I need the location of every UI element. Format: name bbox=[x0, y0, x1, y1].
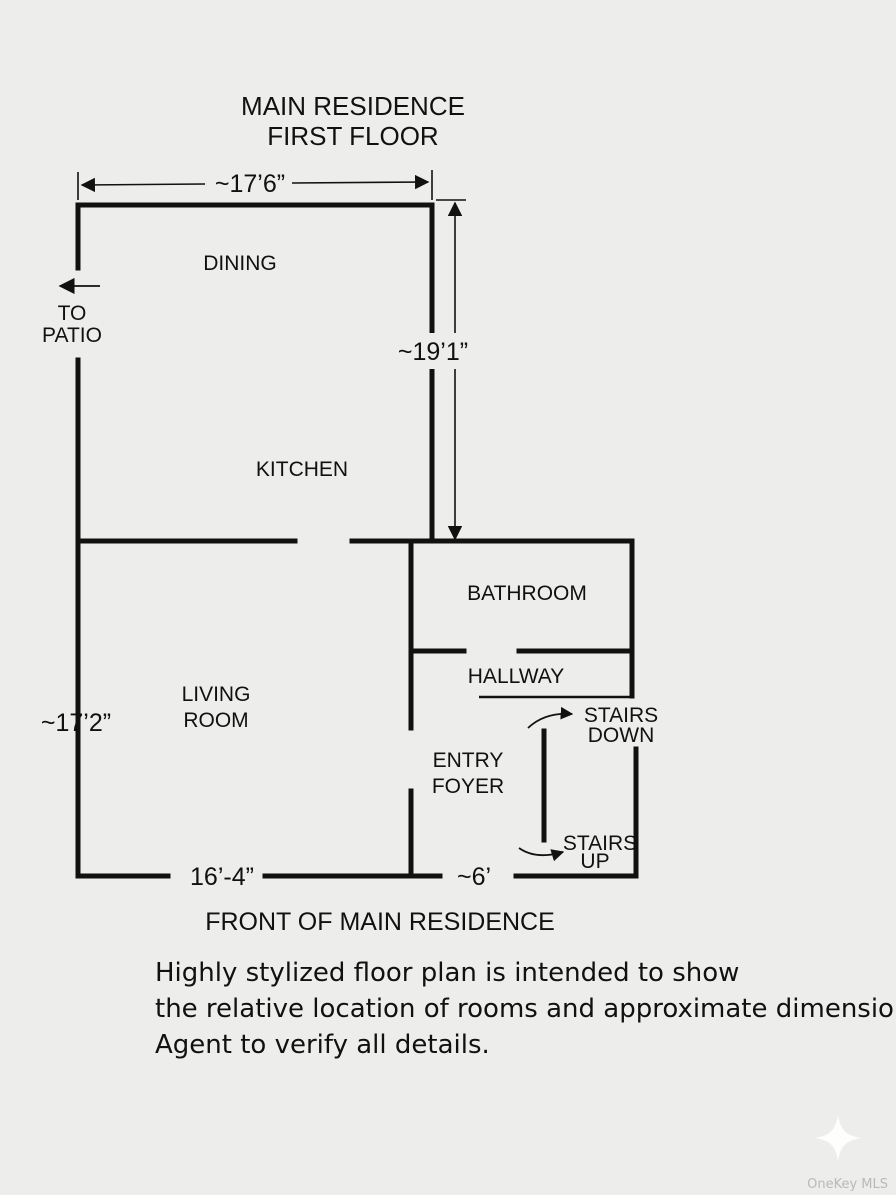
dim-line-top-b bbox=[291, 174, 430, 190]
dim-line-top-a bbox=[80, 177, 206, 193]
disclaimer-note: Highly stylized floor plan is intended t… bbox=[155, 955, 896, 1063]
watermark-text: OneKey MLS bbox=[807, 1177, 888, 1192]
stairs-down-label-line1: STAIRS bbox=[584, 704, 658, 727]
room-label-foyer-line1: ENTRY bbox=[433, 749, 504, 772]
room-label-foyer-line2: FOYER bbox=[432, 775, 504, 798]
room-label-kitchen: KITCHEN bbox=[256, 458, 348, 481]
stairs-down-arrow bbox=[527, 706, 574, 729]
dimension-lines bbox=[77, 170, 466, 541]
walls bbox=[75, 202, 639, 879]
dim-label-right-gap bbox=[392, 333, 474, 369]
sparkle-icon bbox=[814, 1114, 862, 1162]
dim-bottom-left: 16’-4” bbox=[190, 863, 254, 891]
plan-title-line2: FIRST FLOOR bbox=[267, 121, 438, 151]
disclaimer-line-1: Highly stylized floor plan is intended t… bbox=[155, 958, 740, 988]
dim-top-width: ~17’6” bbox=[215, 170, 285, 198]
stairs-up-label-line1: STAIRS bbox=[563, 832, 637, 855]
disclaimer-line-2: the relative location of rooms and appro… bbox=[155, 994, 896, 1024]
to-patio-label-line2: PATIO bbox=[42, 324, 102, 347]
stairs-up-arrow bbox=[518, 847, 565, 862]
plan-title-line1: MAIN RESIDENCE bbox=[241, 91, 465, 121]
front-of-residence-label: FRONT OF MAIN RESIDENCE bbox=[205, 908, 555, 936]
dim-right-height: ~19’1” bbox=[398, 338, 468, 366]
dim-bottom-right: ~6’ bbox=[457, 863, 491, 891]
room-label-hallway: HALLWAY bbox=[468, 665, 564, 688]
dim-left-height: ~17’2” bbox=[41, 709, 111, 737]
room-label-living-line2: ROOM bbox=[183, 709, 248, 732]
to-patio-label-line1: TO bbox=[58, 302, 87, 325]
disclaimer-line-3: Agent to verify all details. bbox=[155, 1030, 490, 1060]
stairs-up-label-line2: UP bbox=[580, 850, 609, 873]
room-label-living-line1: LIVING bbox=[182, 683, 251, 706]
room-label-dining: DINING bbox=[203, 252, 277, 275]
stairs-down-label-line2: DOWN bbox=[588, 724, 655, 747]
room-label-bathroom: BATHROOM bbox=[467, 582, 587, 605]
